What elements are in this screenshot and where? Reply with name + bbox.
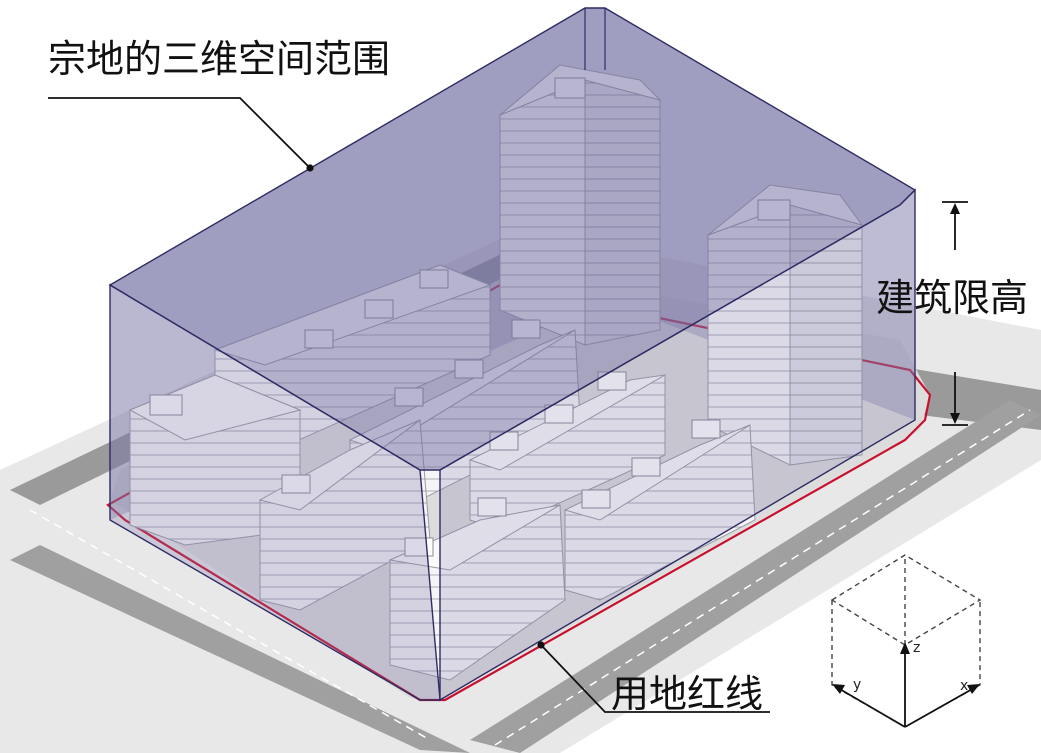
building-midrise-south	[388, 497, 566, 681]
axis-y	[837, 687, 906, 728]
leader-red-line	[540, 644, 770, 713]
building-midrise-west	[128, 374, 302, 546]
road-centerline	[29, 509, 431, 741]
axis-cube	[830, 554, 982, 728]
building-midrise-se	[563, 419, 756, 601]
envelope-label: 宗地的三维空间范围	[48, 37, 391, 81]
road-south	[10, 545, 470, 753]
red-line-label: 用地红线	[611, 672, 764, 716]
annotation-leaders	[48, 97, 770, 713]
road-southeast	[470, 400, 1041, 753]
axis-x	[904, 687, 975, 728]
axis-z-label: z	[913, 640, 921, 656]
building-midrise-east	[468, 371, 666, 531]
leader-envelope	[48, 97, 311, 169]
height-dimension	[942, 201, 968, 426]
envelope-right-face	[439, 188, 916, 702]
axis-x-label: x	[960, 678, 969, 694]
envelope-left-face	[109, 283, 441, 701]
axis-y-label: y	[853, 677, 862, 693]
spatial-envelope	[108, 7, 917, 702]
height-limit-label: 建筑限高	[876, 276, 1029, 320]
site-red-line	[106, 283, 932, 702]
